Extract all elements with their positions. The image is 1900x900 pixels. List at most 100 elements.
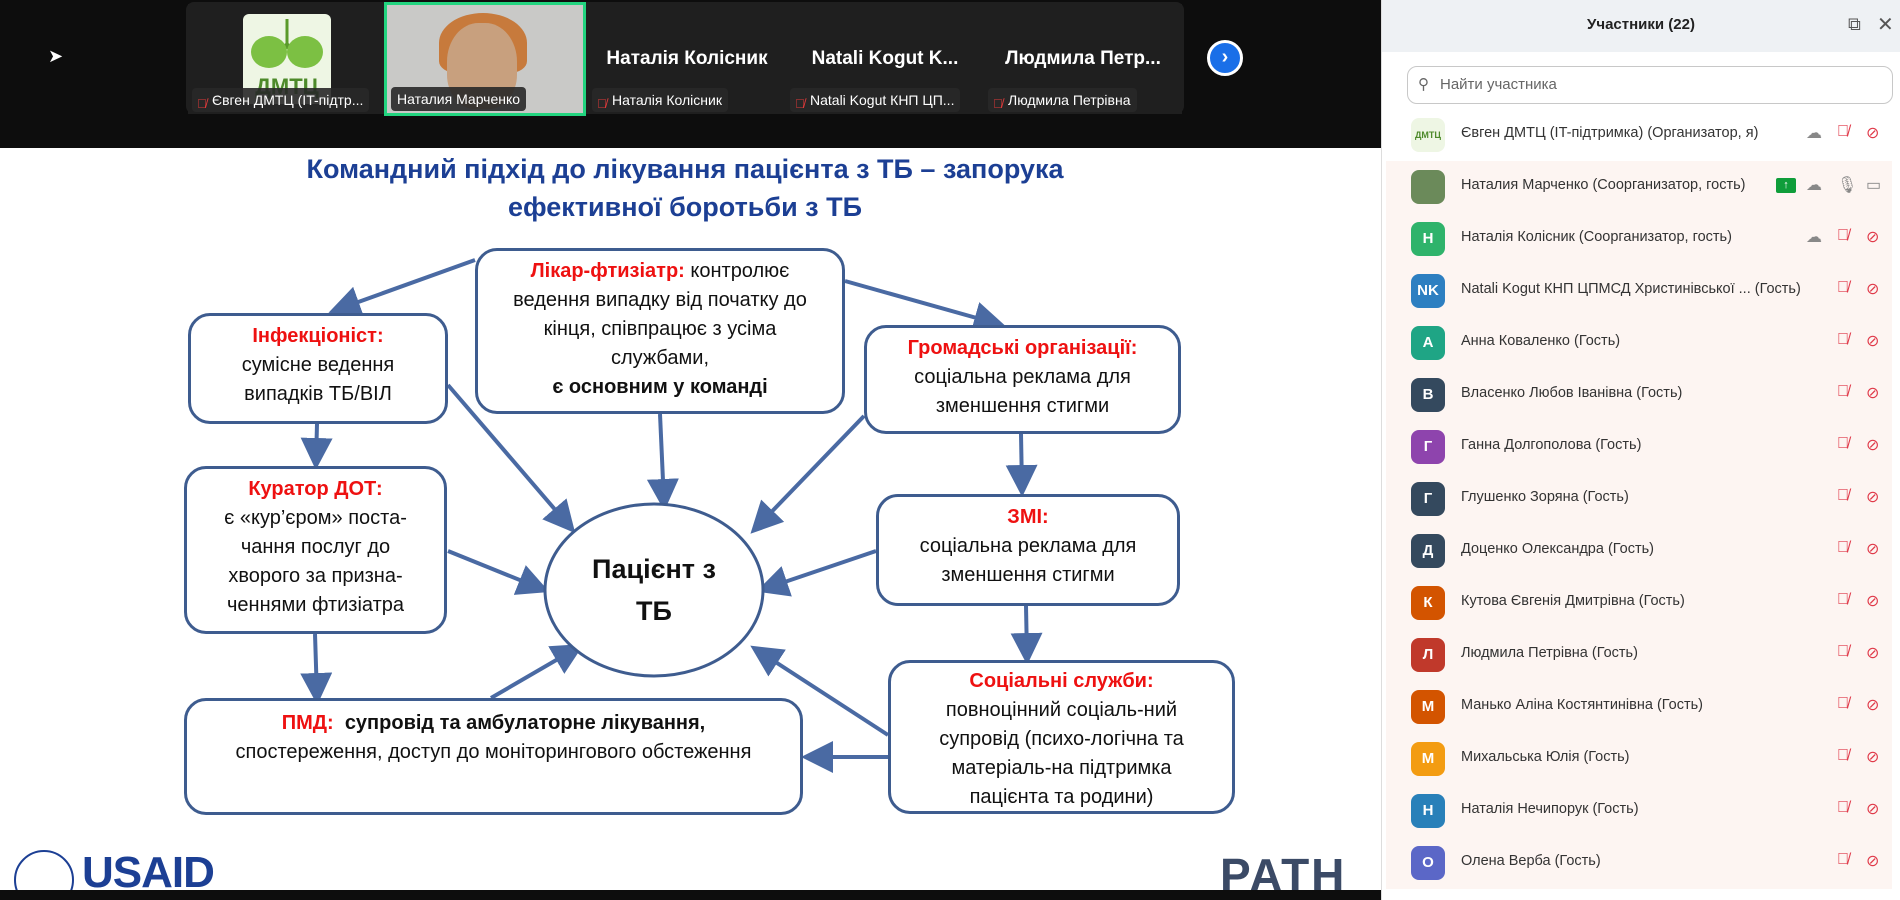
- mic-muted-icon[interactable]: 🎙̸: [1837, 591, 1849, 608]
- box-likar: Лікар-фтизіатр: контролює ведення випадк…: [475, 248, 845, 414]
- arrow: [750, 414, 866, 534]
- camera-off-icon[interactable]: ⊘: [1866, 697, 1880, 714]
- close-icon[interactable]: ✕: [1877, 14, 1894, 36]
- panel-header: Участники (22) ⧉ ✕: [1382, 0, 1900, 52]
- mic-muted-icon[interactable]: 🎙̸: [1837, 279, 1849, 296]
- camera-off-icon[interactable]: ⊘: [1866, 125, 1880, 142]
- mic-muted-icon[interactable]: 🎙̸: [1837, 227, 1849, 244]
- box-social: Соціальні служби:повноцінний соціаль-ний…: [888, 660, 1235, 814]
- box-hromadski: Громадські організації:соціальна реклама…: [864, 325, 1181, 434]
- mic-muted-icon[interactable]: 🎙̸: [1837, 695, 1849, 712]
- mic-muted-icon[interactable]: 🎙̸: [1837, 331, 1849, 348]
- mic-muted-icon[interactable]: 🎙̸: [1837, 799, 1849, 816]
- camera-off-icon[interactable]: ⊘: [1866, 281, 1880, 298]
- box-zmi: ЗМІ:соціальна реклама для зменшення стиг…: [876, 494, 1180, 606]
- mic-muted-icon[interactable]: 🎙̸: [1837, 383, 1849, 400]
- mic-muted-icon[interactable]: 🎙̸: [1837, 435, 1849, 452]
- arrow: [1010, 605, 1043, 665]
- video-tile[interactable]: Людмила Петр... 🎙̸Людмила Петрівна: [984, 4, 1182, 114]
- usaid-seal-icon: [14, 850, 74, 890]
- mic-muted-icon[interactable]: 🎙̸: [1837, 643, 1849, 660]
- video-tile[interactable]: Natali Kogut K... 🎙̸Natali Kogut КНП ЦП.…: [786, 4, 984, 114]
- arrow: [1005, 433, 1038, 497]
- participant-name: Людмила Петрівна (Гость): [1461, 645, 1638, 661]
- avatar: К: [1411, 586, 1445, 620]
- avatar: А: [1411, 326, 1445, 360]
- camera-off-icon[interactable]: ⊘: [1866, 853, 1880, 870]
- mic-muted-icon[interactable]: 🎙̸: [1837, 851, 1849, 868]
- camera-off-icon[interactable]: ⊘: [1866, 489, 1880, 506]
- search-icon: ⚲: [1418, 76, 1429, 93]
- video-tile-active-speaker[interactable]: Наталия Марченко: [384, 2, 586, 116]
- search-input[interactable]: ⚲Найти участника: [1407, 66, 1893, 104]
- arrow: [646, 413, 679, 511]
- mic-muted-icon: 🎙̸: [197, 96, 207, 111]
- mic-muted-icon: 🎙̸: [993, 96, 1003, 111]
- avatar: ДМТЦ: [1411, 118, 1445, 152]
- lungs-icon: [251, 19, 323, 68]
- avatar: М: [1411, 690, 1445, 724]
- video-tile[interactable]: Наталія Колісник 🎙̸Наталія Колісник: [588, 4, 786, 114]
- pop-out-icon[interactable]: ⧉: [1848, 14, 1861, 34]
- cloud-record-icon: ☁: [1806, 229, 1822, 246]
- camera-off-icon[interactable]: ⊘: [1866, 541, 1880, 558]
- participant-row[interactable]: Наталия Марченко (Соорганизатор, гость)↑…: [1386, 161, 1892, 213]
- camera-off-icon[interactable]: ⊘: [1866, 593, 1880, 610]
- avatar: [1411, 170, 1445, 204]
- next-page-button[interactable]: ›: [1207, 40, 1243, 76]
- participant-name: Олена Верба (Гость): [1461, 853, 1601, 869]
- cloud-record-icon: ☁: [1806, 125, 1822, 142]
- camera-off-icon[interactable]: ⊘: [1866, 749, 1880, 766]
- participant-list: ДМТЦ Євген ДМТЦ (IT-підтримка) (Организат…: [1386, 109, 1892, 889]
- tile-name-label: 🎙̸Natali Kogut КНП ЦП...: [790, 88, 961, 112]
- participant-row[interactable]: О Олена Верба (Гость) 🎙̸ ⊘: [1386, 837, 1892, 889]
- participant-row[interactable]: Л Людмила Петрівна (Гость) 🎙̸ ⊘: [1386, 629, 1892, 681]
- path-logo: PATH: [1220, 849, 1347, 890]
- camera-off-icon[interactable]: ⊘: [1866, 229, 1880, 246]
- camera-off-icon[interactable]: ⊘: [1866, 437, 1880, 454]
- tile-name-label: 🎙̸Людмила Петрівна: [988, 88, 1137, 112]
- camera-icon[interactable]: ▭: [1866, 177, 1882, 194]
- avatar: Г: [1411, 430, 1445, 464]
- avatar: Л: [1411, 638, 1445, 672]
- avatar: О: [1411, 846, 1445, 880]
- mic-muted-icon[interactable]: 🎙̸: [1837, 123, 1849, 140]
- participant-name: Наталія Колісник (Соорганизатор, гость): [1461, 229, 1732, 245]
- arrow: [489, 643, 584, 700]
- avatar: Н: [1411, 794, 1445, 828]
- video-tile[interactable]: ДМТЦ 🎙̸Євген ДМТЦ (IT-підтр...: [188, 4, 384, 114]
- tile-name-label: 🎙̸Євген ДМТЦ (IT-підтр...: [192, 88, 370, 112]
- video-strip-area: ➤ ДМТЦ 🎙̸Євген ДМТЦ (IT-підтр... Наталия…: [0, 0, 1381, 148]
- arrow: [300, 423, 333, 470]
- mic-muted-icon[interactable]: 🎙̸: [1837, 487, 1849, 504]
- mic-icon[interactable]: 🎙: [1837, 177, 1858, 194]
- camera-off-icon[interactable]: ⊘: [1866, 645, 1880, 662]
- avatar: NK: [1411, 274, 1445, 308]
- mic-muted-icon[interactable]: 🎙̸: [1837, 539, 1849, 556]
- participant-name: Наталія Нечипорук (Гость): [1461, 801, 1639, 817]
- camera-off-icon[interactable]: ⊘: [1866, 801, 1880, 818]
- participant-row[interactable]: ДМТЦ Євген ДМТЦ (IT-підтримка) (Организат…: [1386, 109, 1892, 161]
- usaid-logo: USAID: [12, 848, 252, 890]
- participant-name: Євген ДМТЦ (IT-підтримка) (Организатор, …: [1461, 125, 1759, 141]
- participant-name: Ганна Долгополова (Гость): [1461, 437, 1642, 453]
- participant-row[interactable]: Г Ганна Долгополова (Гость) 🎙̸ ⊘: [1386, 421, 1892, 473]
- camera-off-icon[interactable]: ⊘: [1866, 385, 1880, 402]
- camera-off-icon[interactable]: ⊘: [1866, 333, 1880, 350]
- participant-row[interactable]: Н Наталія Нечипорук (Гость) 🎙̸ ⊘: [1386, 785, 1892, 837]
- mic-muted-icon[interactable]: 🎙̸: [1837, 747, 1849, 764]
- arrow: [844, 279, 1006, 333]
- participants-panel: Участники (22) ⧉ ✕ ⚲Найти участника ДМТЦ…: [1381, 0, 1900, 900]
- box-pmd: ПМД: супровід та амбулаторне лікування,с…: [184, 698, 803, 815]
- avatar: Д: [1411, 534, 1445, 568]
